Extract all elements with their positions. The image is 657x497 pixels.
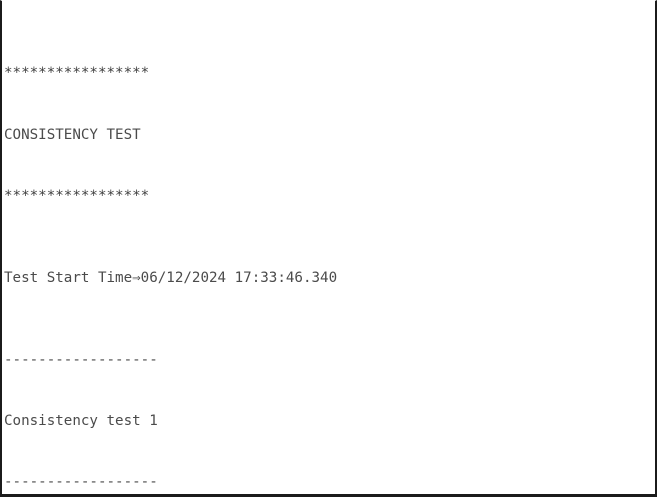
rule-above-test-label: ------------------ [4, 351, 158, 368]
banner-top-asterisks: ***************** [4, 65, 150, 82]
console-title: CONSISTENCY TEST [4, 126, 141, 143]
test-start-time-line: Test Start Time⇒06/12/2024 17:33:46.340 [4, 269, 338, 286]
rule-below-test-label: ------------------ [4, 474, 158, 491]
banner-bottom-asterisks: ***************** [4, 188, 150, 205]
test-label: Consistency test 1 [4, 412, 158, 429]
console-output-text: ***************** CONSISTENCY TEST *****… [4, 2, 655, 494]
